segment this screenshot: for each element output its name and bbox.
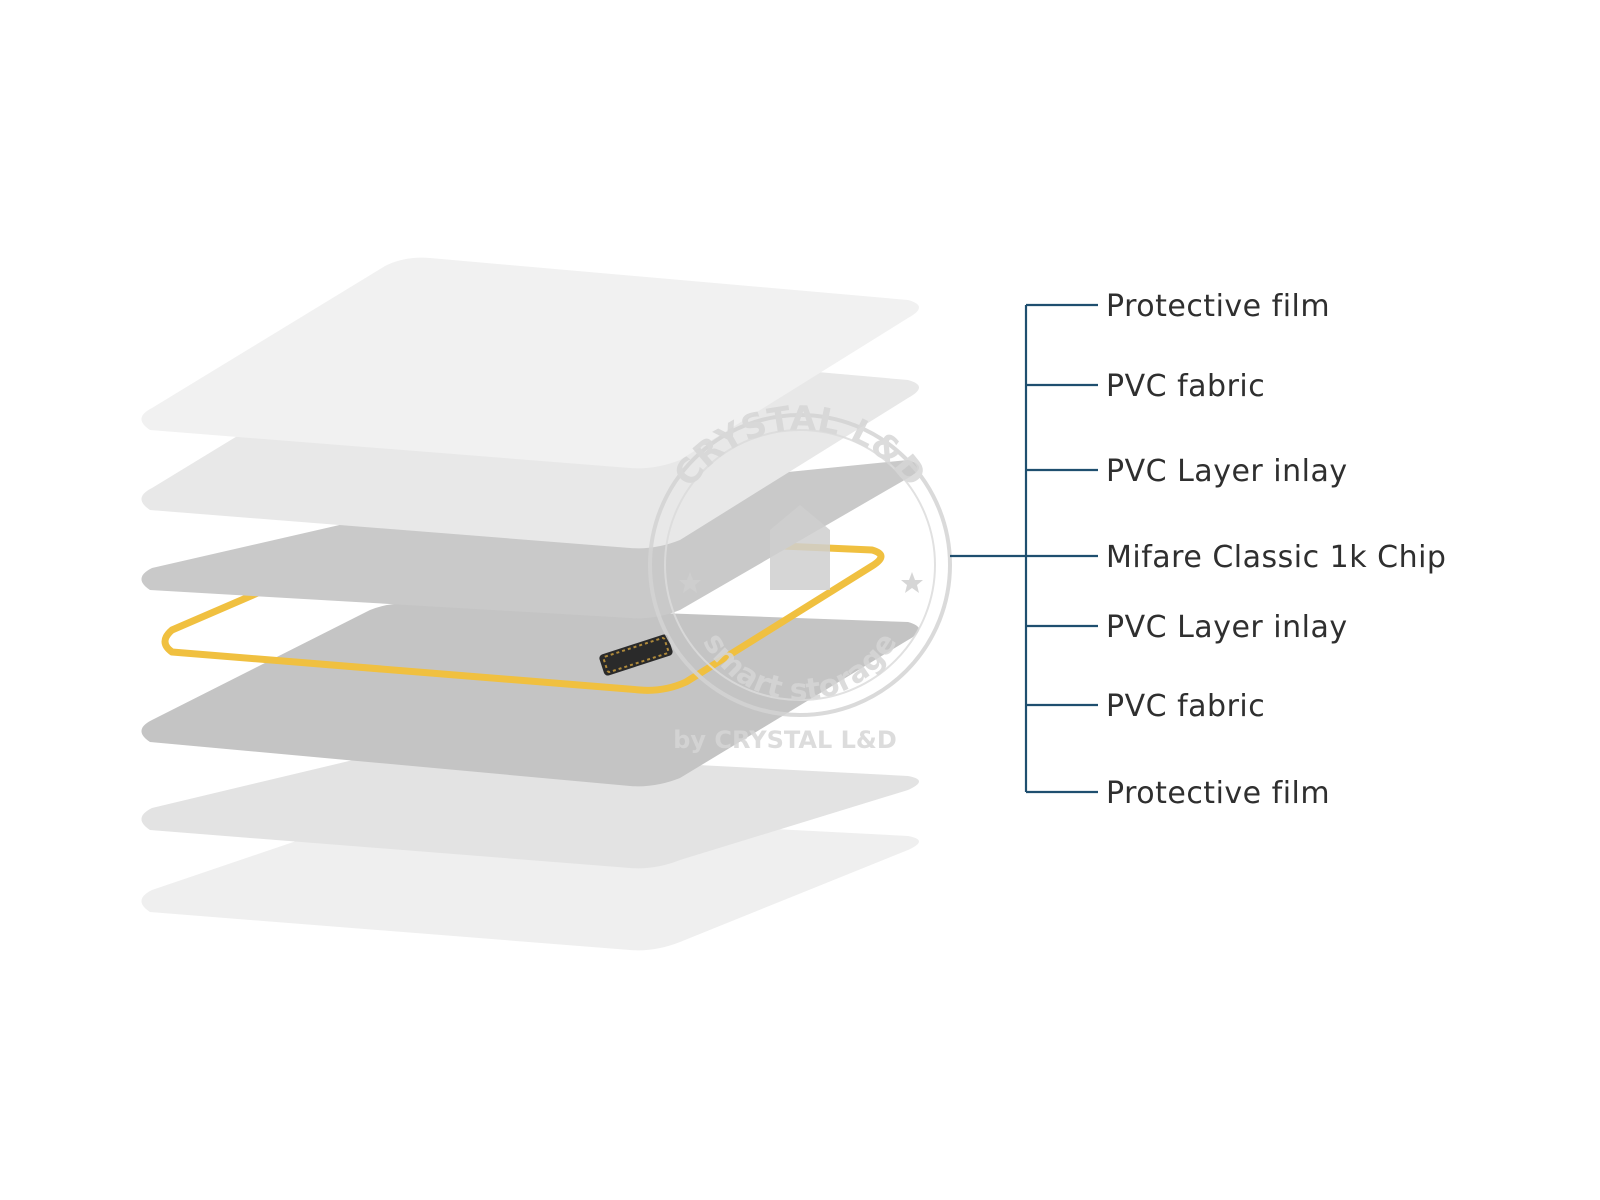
layer-stack [141, 257, 919, 951]
watermark-outer-ring [648, 413, 952, 717]
label-pvc-fabric-top: PVC fabric [1106, 369, 1265, 404]
watermark-bottom-text: by CRYSTAL L&D [673, 726, 897, 754]
label-pvc-layer-inlay-bottom: PVC Layer inlay [1106, 610, 1348, 645]
bottom-pvc-fabric-sheet [141, 749, 919, 869]
layer-labels: Protective film PVC fabric PVC Layer inl… [1106, 289, 1446, 811]
connector-bracket [950, 303, 1098, 794]
watermark-inner-ring [664, 429, 936, 701]
label-protective-film-bottom: Protective film [1106, 776, 1330, 811]
watermark-star-icon [679, 572, 701, 593]
label-pvc-fabric-bottom: PVC fabric [1106, 689, 1265, 724]
watermark-house-icon [770, 505, 830, 590]
bottom-pvc-inlay-sheet [141, 603, 919, 787]
label-mifare-chip: Mifare Classic 1k Chip [1106, 540, 1446, 575]
label-protective-film-top: Protective film [1106, 289, 1330, 324]
watermark-star-icon [901, 572, 923, 593]
chip [599, 634, 673, 676]
label-pvc-layer-inlay-top: PVC Layer inlay [1106, 454, 1348, 489]
top-protective-film-sheet [141, 257, 919, 469]
chip-contacts [602, 637, 670, 673]
